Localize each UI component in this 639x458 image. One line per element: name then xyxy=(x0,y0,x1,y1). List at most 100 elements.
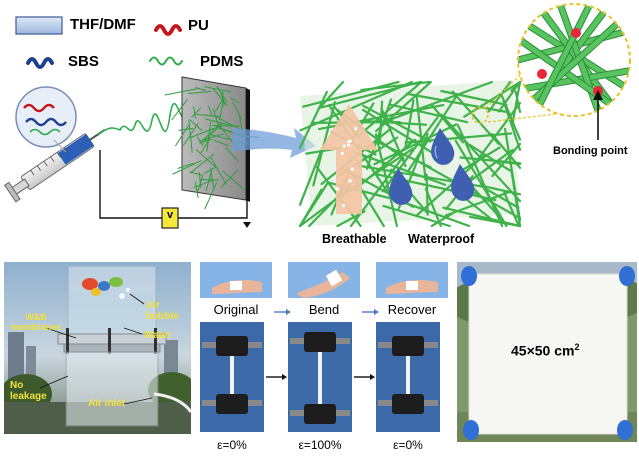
collector-fiber xyxy=(171,98,188,121)
pdms-swatch xyxy=(149,56,183,66)
collector-fiber xyxy=(210,157,227,185)
collector-fiber xyxy=(212,124,240,127)
voltage-label: v xyxy=(166,209,174,221)
collector-fiber xyxy=(189,119,203,131)
strain-original: ε=0% xyxy=(217,438,247,452)
bonding-point-dot xyxy=(571,28,581,38)
collector-fiber xyxy=(191,107,202,118)
sbs-swatch xyxy=(26,57,54,69)
collector-fiber xyxy=(164,88,197,96)
membrane-fiber xyxy=(440,89,508,106)
waterproof-label: Waterproof xyxy=(408,232,475,246)
membrane-fiber xyxy=(514,90,522,114)
stretch-test-panel: Original Bend Recover ε=0% ε=100% ε=0% xyxy=(196,262,454,458)
membrane-fiber xyxy=(352,150,447,186)
membrane-mat xyxy=(298,80,522,228)
membrane-fiber xyxy=(500,93,522,141)
original-label: Original xyxy=(213,302,259,317)
collector-fiber xyxy=(195,182,199,198)
collector-fiber xyxy=(212,108,221,130)
membrane-fiber xyxy=(430,104,465,144)
collector-fibers xyxy=(164,85,259,210)
collector-fiber xyxy=(208,105,213,117)
bend-label: Bend xyxy=(308,302,340,317)
membrane-fiber xyxy=(404,99,415,150)
voltage-source xyxy=(161,207,179,229)
collector-fiber xyxy=(195,149,217,168)
water-label: Water xyxy=(144,330,172,341)
air-inlet-label: Air inlet xyxy=(88,398,126,409)
collector-fiber xyxy=(215,98,224,112)
collector-fiber xyxy=(220,169,239,188)
zoom-fiber xyxy=(531,4,593,116)
membrane-fiber xyxy=(298,188,323,228)
sheet-size-label: 45×50 cm2 xyxy=(511,342,579,359)
membrane-fiber xyxy=(381,116,439,193)
collector-fiber xyxy=(189,171,202,176)
sheet-size-exponent: 2 xyxy=(574,342,580,352)
thf-dmf-swatch xyxy=(15,16,63,35)
membrane-fiber xyxy=(359,80,423,136)
membrane-fiber xyxy=(491,142,522,178)
collector-fiber xyxy=(231,101,243,120)
collector-fiber xyxy=(189,127,215,139)
membrane-fiber xyxy=(405,92,509,114)
water-droplet xyxy=(451,164,475,201)
collector-fiber xyxy=(188,120,193,154)
water-droplet xyxy=(431,128,455,165)
collector-fiber xyxy=(213,88,228,106)
air-particle xyxy=(335,187,339,191)
membrane-fiber xyxy=(493,159,522,166)
membrane-fiber xyxy=(299,80,413,132)
strain-recovered: ε=0% xyxy=(393,438,423,452)
solution-magnifier xyxy=(15,86,77,148)
air-particle xyxy=(347,143,351,147)
collector-fiber xyxy=(229,97,240,104)
membrane-fiber xyxy=(382,80,494,124)
membrane-fiber xyxy=(404,132,513,144)
collector-fiber xyxy=(204,86,231,93)
air-particle xyxy=(348,179,352,183)
collector-fiber xyxy=(177,162,194,169)
membrane-fiber xyxy=(319,80,345,109)
large-sheet-photo: 45×50 cm2 xyxy=(457,262,637,442)
collector-fiber xyxy=(203,166,217,174)
syringe xyxy=(3,128,106,203)
no-leakage-label: No leakage xyxy=(10,380,47,402)
collector-fiber xyxy=(196,174,204,194)
membrane-fiber xyxy=(487,80,512,113)
legend-pdms: PDMS xyxy=(200,53,244,70)
membrane-fiber xyxy=(389,103,469,124)
collector-fiber xyxy=(193,105,196,119)
collector-fiber xyxy=(183,122,199,146)
breathable-label: Breathable xyxy=(322,232,387,246)
membrane-fiber xyxy=(298,90,328,149)
membrane-fiber xyxy=(430,211,455,228)
electrospinning-jet xyxy=(97,102,189,136)
breathable-arrow xyxy=(320,104,378,214)
collector-fiber xyxy=(220,92,226,105)
collector-fiber xyxy=(193,180,213,188)
membrane-fiber xyxy=(349,157,403,228)
membrane-fiber xyxy=(362,104,432,143)
pu-swatch xyxy=(154,24,182,36)
membrane-fiber xyxy=(497,80,522,113)
water-droplet xyxy=(389,168,413,205)
legend-sbs: SBS xyxy=(68,53,99,70)
membrane-fiber xyxy=(468,143,511,172)
collector-fiber xyxy=(175,124,190,147)
collector-fiber xyxy=(199,138,213,144)
membrane-fiber xyxy=(503,191,520,228)
membrane-fiber xyxy=(503,127,522,222)
air-particle xyxy=(354,127,358,131)
collector-fiber xyxy=(202,122,224,143)
membrane-fiber xyxy=(472,186,507,226)
air-particle xyxy=(340,151,345,156)
collector-fiber xyxy=(189,153,215,174)
collector-fiber xyxy=(225,147,239,162)
recover-label: Recover xyxy=(387,302,437,317)
collector-fiber xyxy=(198,133,224,142)
circuit-wires xyxy=(99,150,248,219)
sheet-size-value: 45×50 cm xyxy=(511,342,575,359)
